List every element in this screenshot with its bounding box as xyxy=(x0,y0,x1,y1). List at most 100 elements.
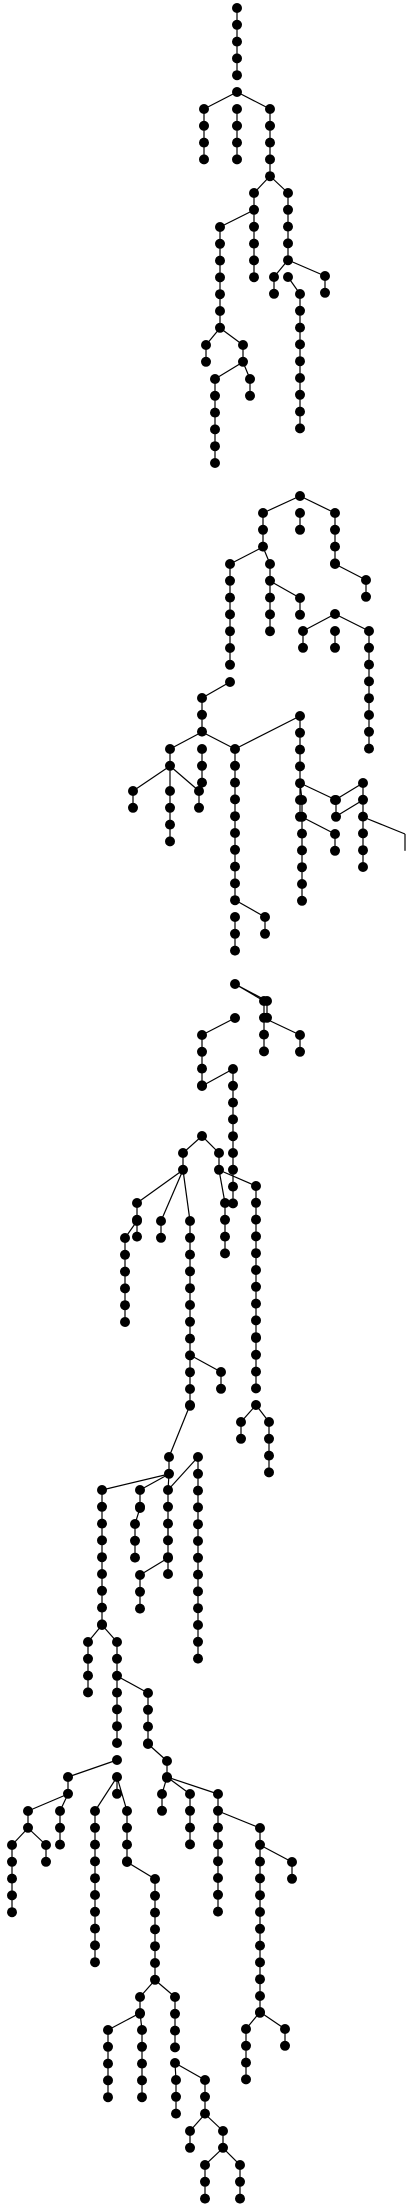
tree-node-391 xyxy=(230,979,240,989)
tree-node-263 xyxy=(193,1636,203,1647)
tree-node-172 xyxy=(358,845,368,856)
tree-node-43 xyxy=(283,188,293,198)
tree-node-214 xyxy=(220,1248,230,1259)
tree-node-35 xyxy=(210,441,220,452)
tree-node-28 xyxy=(201,356,211,367)
tree-node-91 xyxy=(265,559,275,569)
tree-edge-361 xyxy=(116,1776,128,1812)
tree-edge-310 xyxy=(334,613,370,632)
tree-node-75 xyxy=(330,642,340,653)
tree-node-135 xyxy=(295,1030,305,1040)
tree-node-37 xyxy=(245,374,255,384)
tree-node-336 xyxy=(255,1873,265,1884)
tree-node-149 xyxy=(228,1198,238,1209)
tree-nodes xyxy=(7,3,374,2204)
tree-node-303 xyxy=(90,1957,100,1968)
tree-node-19 xyxy=(249,204,259,215)
tree-node-389 xyxy=(330,609,340,619)
tree-node-351 xyxy=(280,2024,290,2034)
tree-node-85 xyxy=(225,575,235,586)
tree-node-339 xyxy=(255,1923,265,1934)
tree-node-166 xyxy=(330,829,340,839)
tree-node-21 xyxy=(215,238,225,249)
tree-node-125 xyxy=(260,928,270,939)
tree-node-93 xyxy=(265,592,275,603)
tree-node-150 xyxy=(295,711,305,721)
tree-node-273 xyxy=(112,1704,122,1715)
tree-node-1 xyxy=(232,19,242,30)
tree-node-266 xyxy=(83,1653,93,1664)
tree-node-29 xyxy=(238,340,248,350)
tree-node-340 xyxy=(255,1940,265,1951)
tree-edge-334 xyxy=(136,1169,184,1204)
tree-node-390 xyxy=(225,677,235,687)
tree-edge-368 xyxy=(259,1844,293,1863)
tree-node-349 xyxy=(241,2057,251,2068)
tree-node-236 xyxy=(97,1569,107,1579)
tree-node-62 xyxy=(258,524,268,535)
tree-node-399 xyxy=(135,1503,145,1513)
tree-node-167 xyxy=(330,845,340,856)
tree-node-111 xyxy=(230,878,240,889)
tree-node-148 xyxy=(228,1181,238,1192)
tree-node-151 xyxy=(295,727,305,738)
tree-node-315 xyxy=(112,1772,122,1782)
tree-node-63 xyxy=(258,541,268,552)
tree-node-324 xyxy=(185,1839,195,1850)
tree-node-213 xyxy=(220,1231,230,1242)
tree-node-137 xyxy=(197,1030,207,1040)
tree-edge-320 xyxy=(234,899,266,918)
tree-node-321 xyxy=(185,1789,195,1799)
tree-edge-340 xyxy=(218,1169,226,1204)
tree-node-255 xyxy=(193,1502,203,1513)
tree-node-296 xyxy=(90,1839,100,1850)
tree-node-300 xyxy=(90,1906,100,1917)
tree-node-393 xyxy=(197,1081,207,1091)
tree-node-219 xyxy=(251,1366,261,1377)
tree-node-79 xyxy=(364,676,374,687)
tree-node-53 xyxy=(295,305,305,316)
tree-node-381 xyxy=(200,2193,210,2204)
tree-node-20 xyxy=(215,222,225,232)
tree-edge-367 xyxy=(217,1810,261,1829)
tree-node-394 xyxy=(330,795,340,805)
tree-node-165 xyxy=(297,895,307,906)
tree-node-142 xyxy=(228,1080,238,1091)
tree-node-245 xyxy=(163,1518,173,1529)
tree-node-206 xyxy=(251,1265,261,1275)
tree-node-343 xyxy=(255,1991,265,2001)
tree-node-225 xyxy=(264,1450,274,1461)
tree-node-294 xyxy=(90,1806,100,1816)
tree-node-42 xyxy=(249,272,259,283)
tree-node-161 xyxy=(297,828,307,839)
tree-node-401 xyxy=(97,1620,107,1630)
tree-node-212 xyxy=(220,1214,230,1225)
tree-edge-326 xyxy=(234,715,301,750)
tree-node-126 xyxy=(230,912,240,922)
tree-node-242 xyxy=(130,1552,140,1563)
tree-node-271 xyxy=(112,1670,122,1681)
tree-node-223 xyxy=(264,1417,274,1427)
tree-edge-350 xyxy=(167,1456,199,1491)
tree-node-118 xyxy=(165,786,175,796)
tree-node-388 xyxy=(330,559,340,569)
tree-edge-317 xyxy=(132,765,171,792)
tree-node-338 xyxy=(255,1907,265,1917)
tree-node-124 xyxy=(260,912,270,922)
tree-node-110 xyxy=(230,861,240,872)
tree-node-145 xyxy=(228,1131,238,1142)
tree-node-120 xyxy=(165,819,175,830)
tree-node-2 xyxy=(232,36,242,47)
tree-node-361 xyxy=(137,2041,147,2052)
tree-edge-336 xyxy=(160,1169,184,1222)
tree-node-240 xyxy=(130,1519,140,1529)
tree-node-235 xyxy=(97,1552,107,1563)
tree-node-83 xyxy=(364,743,374,754)
tree-node-209 xyxy=(251,1315,261,1326)
tree-node-3 xyxy=(232,53,242,64)
tree-edge-344 xyxy=(168,1404,191,1458)
tree-node-207 xyxy=(251,1281,261,1292)
tree-node-113 xyxy=(197,744,207,754)
tree-node-274 xyxy=(112,1721,122,1732)
tree-node-82 xyxy=(364,726,374,737)
